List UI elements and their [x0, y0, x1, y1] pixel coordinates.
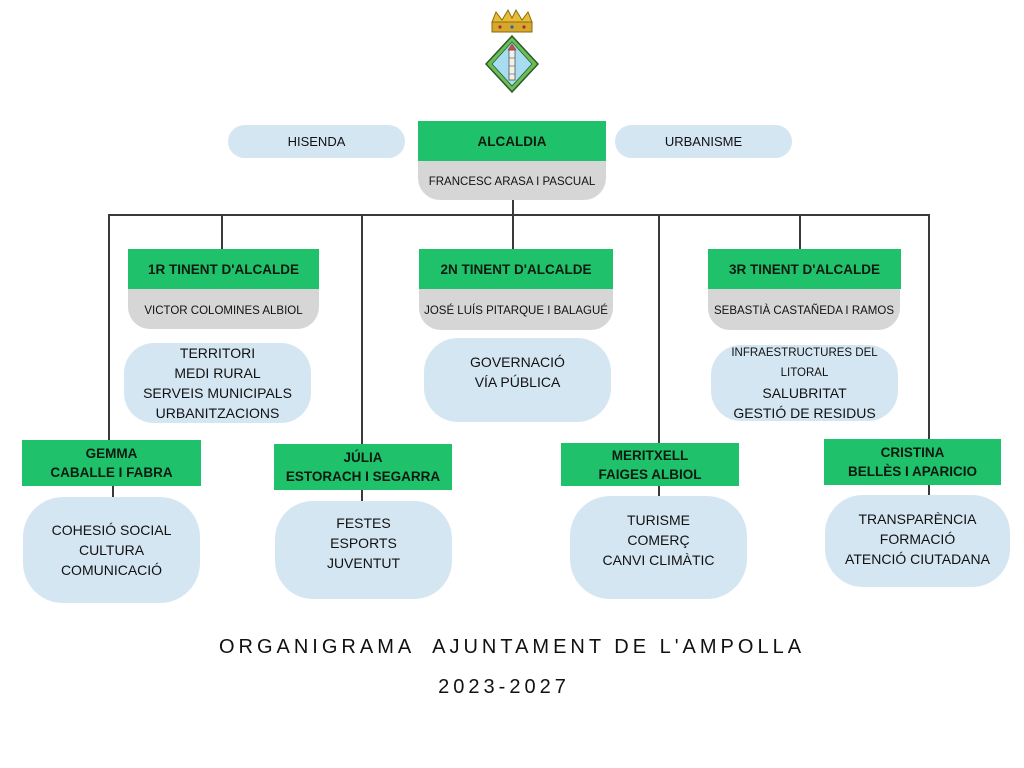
area-item: SERVEIS MUNICIPALS: [143, 385, 292, 401]
area-item: GOVERNACIÓ: [470, 354, 565, 370]
tinent-3-person: SEBASTIÀ CASTAÑEDA I RAMOS: [708, 288, 900, 330]
area-item: FORMACIÓ: [879, 531, 956, 547]
area-item: CANVI CLIMÀTIC: [602, 552, 715, 568]
area-item: FESTES: [336, 515, 391, 531]
area-item: URBANITZACIONS: [155, 405, 280, 421]
regidor-gemma-areas: COHESIÓ SOCIAL CULTURA COMUNICACIÓ: [23, 497, 200, 603]
area-item: ESPORTS: [330, 535, 397, 551]
connector-gemma-areas: [112, 485, 114, 497]
area-item: TRANSPARÈNCIA: [858, 511, 977, 527]
regidor-surname: ESTORACH I SEGARRA: [285, 469, 441, 484]
connector-meritxell: [658, 214, 660, 444]
area-item: INFRAESTRUCTURES DEL LITORAL: [731, 347, 878, 379]
regidor-meritxell: MERITXELL FAIGES ALBIOL: [561, 443, 739, 486]
area-item: TERRITORI: [179, 345, 256, 361]
regidor-cristina-areas: TRANSPARÈNCIA FORMACIÓ ATENCIÓ CIUTADANA: [825, 495, 1010, 587]
period-subtitle: 2023-2027: [438, 676, 570, 698]
tinent-3-areas: INFRAESTRUCTURES DEL LITORAL SALUBRITAT …: [711, 345, 898, 421]
regidor-gemma: GEMMA CABALLE I FABRA: [22, 440, 201, 486]
regidor-meritxell-areas: TURISME COMERÇ CANVI CLIMÀTIC: [570, 496, 747, 599]
regidor-first-name: GEMMA: [85, 446, 138, 461]
alcaldia-title: ALCALDIA: [418, 121, 606, 161]
tinent-2-title: 2N TINENT D'ALCALDE: [419, 249, 613, 289]
area-item: GESTIÓ DE RESIDUS: [733, 405, 876, 421]
area-item: MEDI RURAL: [174, 365, 261, 381]
connector-cristina: [928, 214, 930, 440]
connector-gemma: [108, 214, 110, 440]
tinent-2-areas: GOVERNACIÓ VÍA PÚBLICA: [424, 338, 611, 422]
regidor-surname: CABALLE I FABRA: [50, 465, 173, 480]
tinent-3-title: 3R TINENT D'ALCALDE: [708, 249, 901, 289]
connector-tinent-3: [799, 214, 801, 250]
regidor-first-name: CRISTINA: [880, 445, 945, 460]
connector-meritxell-areas: [658, 485, 660, 497]
area-item: COHESIÓ SOCIAL: [51, 522, 172, 538]
connector-alcaldia-down: [512, 198, 514, 215]
area-item: VÍA PÚBLICA: [474, 374, 561, 390]
tinent-2-person: JOSÉ LUÍS PITARQUE I BALAGUÉ: [419, 288, 613, 330]
area-item: COMERÇ: [627, 532, 690, 548]
tinent-1-areas: TERRITORI MEDI RURAL SERVEIS MUNICIPALS …: [124, 343, 311, 423]
area-item: COMUNICACIÓ: [60, 562, 163, 578]
regidor-first-name: JÚLIA: [343, 450, 383, 465]
regidor-cristina: CRISTINA BELLÈS I APARICIO: [824, 439, 1001, 485]
alcaldia-person: FRANCESC ARASA I PASCUAL: [418, 158, 606, 200]
area-item: ATENCIÓ CIUTADANA: [845, 551, 990, 567]
tinent-1-person: VICTOR COLOMINES ALBIOL: [128, 288, 319, 329]
area-item: JUVENTUT: [326, 555, 401, 571]
coat-of-arms-icon: [482, 8, 542, 96]
connector-julia-areas: [361, 489, 363, 501]
connector-tinent-1: [221, 214, 223, 250]
area-item: TURISME: [627, 512, 690, 528]
connector-main-horizontal: [108, 214, 929, 216]
connector-cristina-areas: [928, 484, 930, 496]
area-item: SALUBRITAT: [762, 385, 847, 401]
regidor-surname: BELLÈS I APARICIO: [847, 464, 977, 479]
regidor-julia: JÚLIA ESTORACH I SEGARRA: [274, 444, 452, 490]
connector-julia: [361, 214, 363, 444]
regidor-surname: FAIGES ALBIOL: [598, 466, 702, 482]
urbanisme-pill: URBANISME: [615, 125, 792, 158]
area-item: CULTURA: [78, 542, 145, 558]
connector-tinent-2: [512, 214, 514, 250]
hisenda-pill: HISENDA: [228, 125, 405, 158]
regidor-julia-areas: FESTES ESPORTS JUVENTUT: [275, 501, 452, 599]
tinent-1-title: 1R TINENT D'ALCALDE: [128, 249, 319, 289]
page-title: ORGANIGRAMA AJUNTAMENT DE L'AMPOLLA: [218, 636, 806, 658]
regidor-first-name: MERITXELL: [611, 447, 689, 463]
